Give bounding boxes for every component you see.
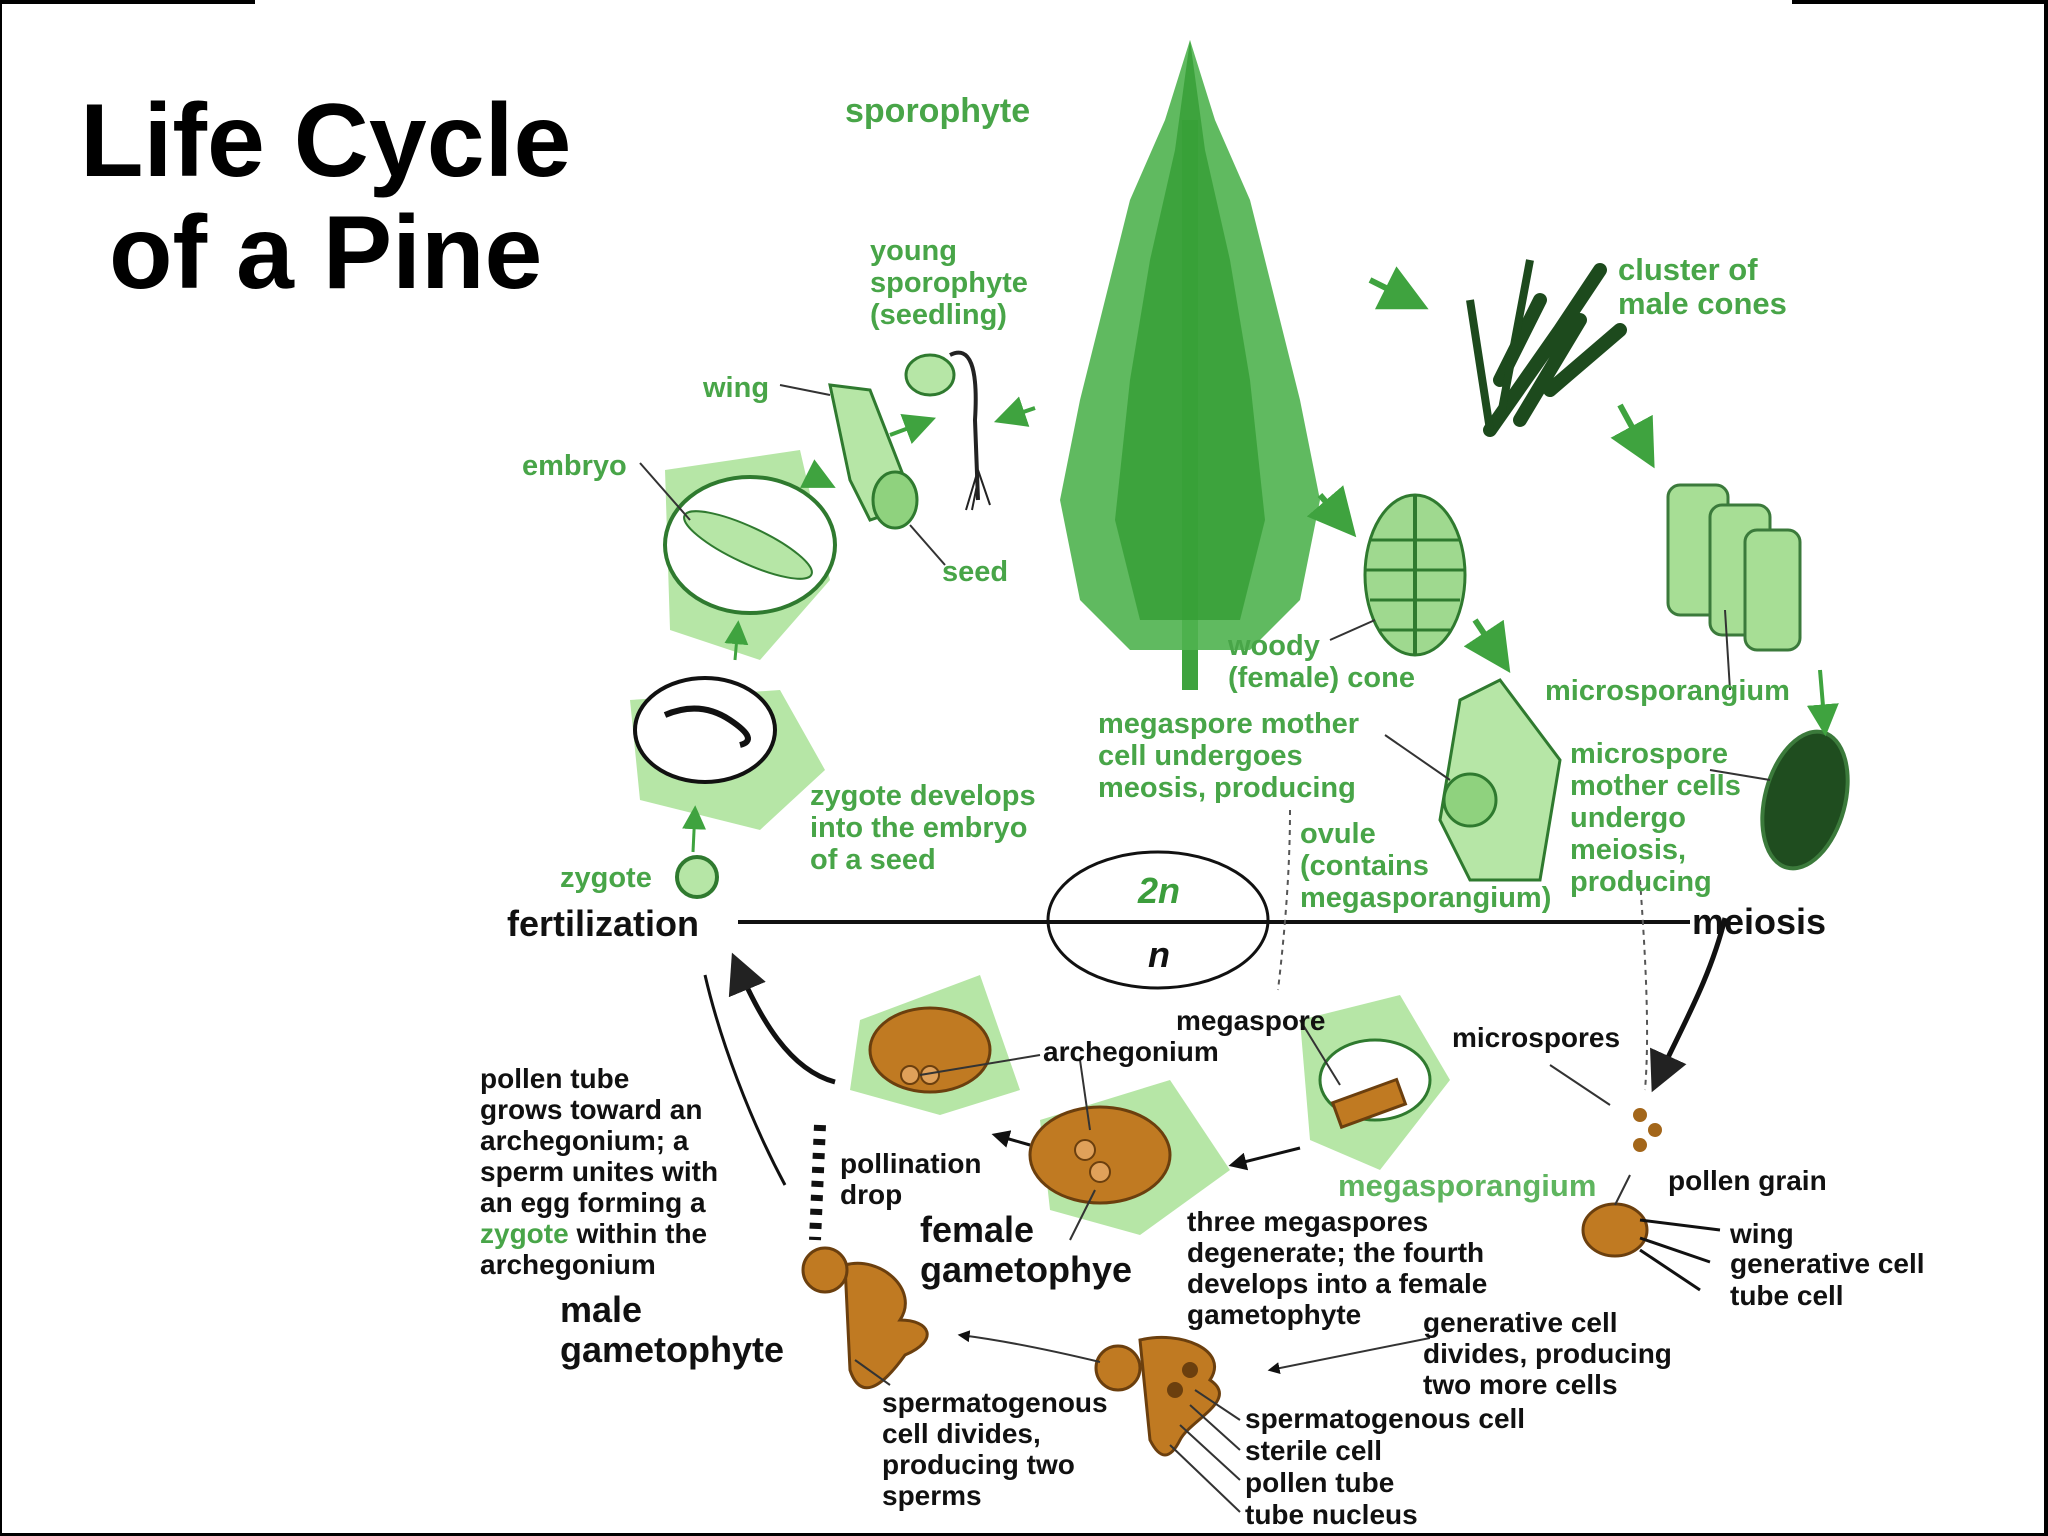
label-young-sporophyte: young sporophyte (seedling) (870, 235, 1028, 331)
label-generative-divides: generative cell divides, producing two m… (1423, 1307, 1672, 1400)
label-zygote: zygote (560, 862, 652, 894)
label-male-gametophyte: male gametophyte (560, 1289, 785, 1370)
frame-edge (0, 0, 2, 1536)
label-haploid: n (1148, 934, 1170, 975)
megaspore-illustration (1300, 995, 1450, 1170)
pollen-grain-illustration (1581, 1202, 1721, 1292)
label-microspores: microspores (1452, 1022, 1621, 1053)
label-cluster-male-cones: cluster of male cones (1618, 252, 1787, 321)
label-leader-lines (639, 384, 1771, 1513)
pollen-tube-text-2: within the (568, 1218, 708, 1249)
woody-cone-illustration (1363, 493, 1467, 657)
microspores-illustration (1633, 1108, 1662, 1152)
label-woody-cone: woody (female) cone (1228, 630, 1415, 694)
ovule-illustration (1438, 678, 1562, 882)
pollination-drop-illustration (809, 1124, 826, 1241)
label-megasporangium: megasporangium (1338, 1168, 1597, 1203)
microsporangium-illustration (1666, 483, 1850, 871)
label-tube-cell: tube cell (1730, 1280, 1844, 1311)
frame-edge (0, 0, 255, 4)
label-pollen-tube: pollen tube (1245, 1467, 1395, 1498)
title-line-1: Life Cycle (80, 83, 572, 199)
pollen-tube-text-1: pollen tube grows toward an archegonium;… (480, 1063, 719, 1218)
label-wing-pollen: wing (1730, 1218, 1794, 1249)
pine-tree-illustration (1060, 40, 1320, 690)
label-microspore-mother: microspore mother cells undergo meiosis,… (1570, 738, 1741, 898)
label-spermatogenous-cell: spermatogenous cell (1245, 1403, 1526, 1434)
label-megaspore-mother: megaspore mother cell undergoes meosis, … (1098, 708, 1360, 804)
slide-title: Life Cycle of a Pine (80, 85, 571, 309)
label-pollination-drop: pollination drop (840, 1148, 982, 1210)
label-three-megaspores: three megaspores degenerate; the fourth … (1187, 1206, 1488, 1330)
label-pollen-tube-description: pollen tube grows toward an archegonium;… (480, 1032, 718, 1280)
label-meiosis: meiosis (1692, 901, 1827, 942)
label-pollen-grain: pollen grain (1668, 1165, 1827, 1196)
ploidy-ellipse (1046, 850, 1270, 990)
label-archegonium: archegonium (1043, 1036, 1219, 1067)
label-fertilization: fertilization (507, 903, 700, 944)
seedling-illustration (904, 350, 991, 511)
label-tube-nucleus: tube nucleus (1245, 1499, 1418, 1530)
label-female-gametophyte: female gametophye (920, 1209, 1133, 1290)
label-zygote-develops: zygote develops into the embryo of a see… (810, 780, 1036, 876)
archegonium-illustration (850, 975, 1020, 1115)
pollen-tube-zygote-word: zygote (480, 1218, 569, 1249)
label-seed: seed (942, 556, 1009, 588)
seed-embryo-illustration (663, 450, 837, 660)
label-generative-cell: generative cell (1730, 1248, 1925, 1279)
zygote-cell-illustration (675, 855, 719, 899)
label-diploid: 2n (1138, 870, 1181, 911)
frame-edge (2044, 0, 2048, 1536)
male-cone-cluster-illustration (1466, 259, 1627, 437)
pollen-tube-illustration (801, 1246, 1221, 1457)
developing-embryo-illustration (630, 676, 825, 830)
frame-edge (1792, 0, 2048, 4)
frame-edge (0, 1533, 2048, 1536)
cycle-arrows (682, 266, 1839, 1375)
title-line-2: of a Pine (108, 195, 543, 311)
label-microsporangium: microsporangium (1545, 675, 1790, 707)
seed-wing-illustration (828, 383, 919, 530)
label-sterile-cell: sterile cell (1245, 1435, 1382, 1466)
label-ovule: ovule (contains megasporangium) (1300, 818, 1552, 914)
label-wing: wing (703, 372, 770, 404)
label-megaspore: megaspore (1176, 1005, 1326, 1036)
label-sporophyte: sporophyte (845, 92, 1031, 130)
label-embryo: embryo (522, 450, 627, 482)
pollen-tube-text-3: archegonium (480, 1249, 656, 1280)
label-spermatogenous-divides: spermatogenous cell divides, producing t… (882, 1387, 1108, 1511)
